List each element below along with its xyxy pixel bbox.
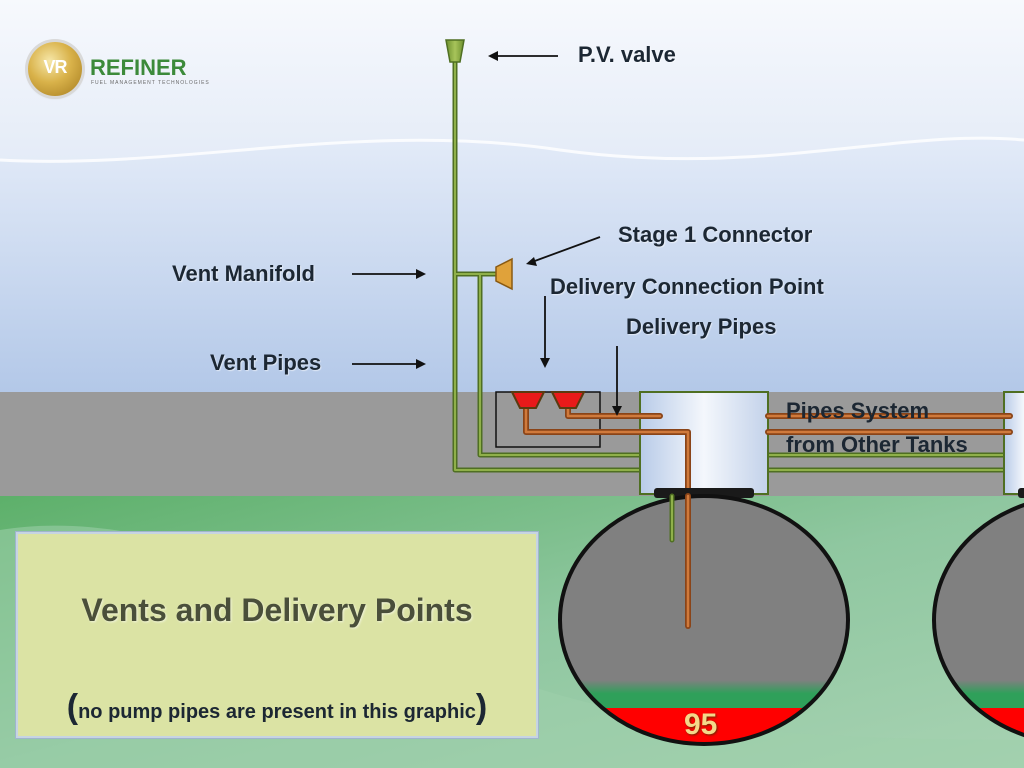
- caption-note-text: no pump pipes are present in this graphi…: [78, 701, 476, 723]
- caption-panel: Vents and Delivery Points (no pump pipes…: [16, 532, 538, 738]
- logo-tagline: FUEL MANAGEMENT TECHNOLOGIES: [91, 80, 210, 86]
- label-pipes-system-line2: from Other Tanks: [786, 432, 968, 457]
- tank-fuel-grade: 95: [684, 708, 718, 741]
- caption-note: (no pump pipes are present in this graph…: [18, 688, 536, 727]
- caption-title: Vents and Delivery Points: [81, 592, 473, 628]
- caption-open-paren: (: [66, 688, 79, 726]
- label-vent-manifold: Vent Manifold: [172, 261, 315, 286]
- label-pv-valve: P.V. valve: [578, 42, 676, 67]
- logo-name: REFINER: [90, 55, 187, 80]
- label-pipes-system-line1: Pipes System: [786, 398, 930, 423]
- label-delivery-connection-point: Delivery Connection Point: [550, 274, 824, 299]
- logo-badge-icon: VR: [28, 42, 82, 96]
- caption-close-paren: ): [475, 688, 488, 726]
- label-delivery-pipes: Delivery Pipes: [626, 314, 777, 339]
- brand-logo: VR REFINER FUEL MANAGEMENT TECHNOLOGIES: [28, 42, 210, 98]
- label-pipes-system-other-tanks: Pipes System from Other Tanks: [786, 394, 968, 462]
- label-stage1-connector: Stage 1 Connector: [618, 222, 813, 247]
- label-vent-pipes: Vent Pipes: [210, 350, 322, 375]
- logo-badge-text: VR: [43, 57, 67, 77]
